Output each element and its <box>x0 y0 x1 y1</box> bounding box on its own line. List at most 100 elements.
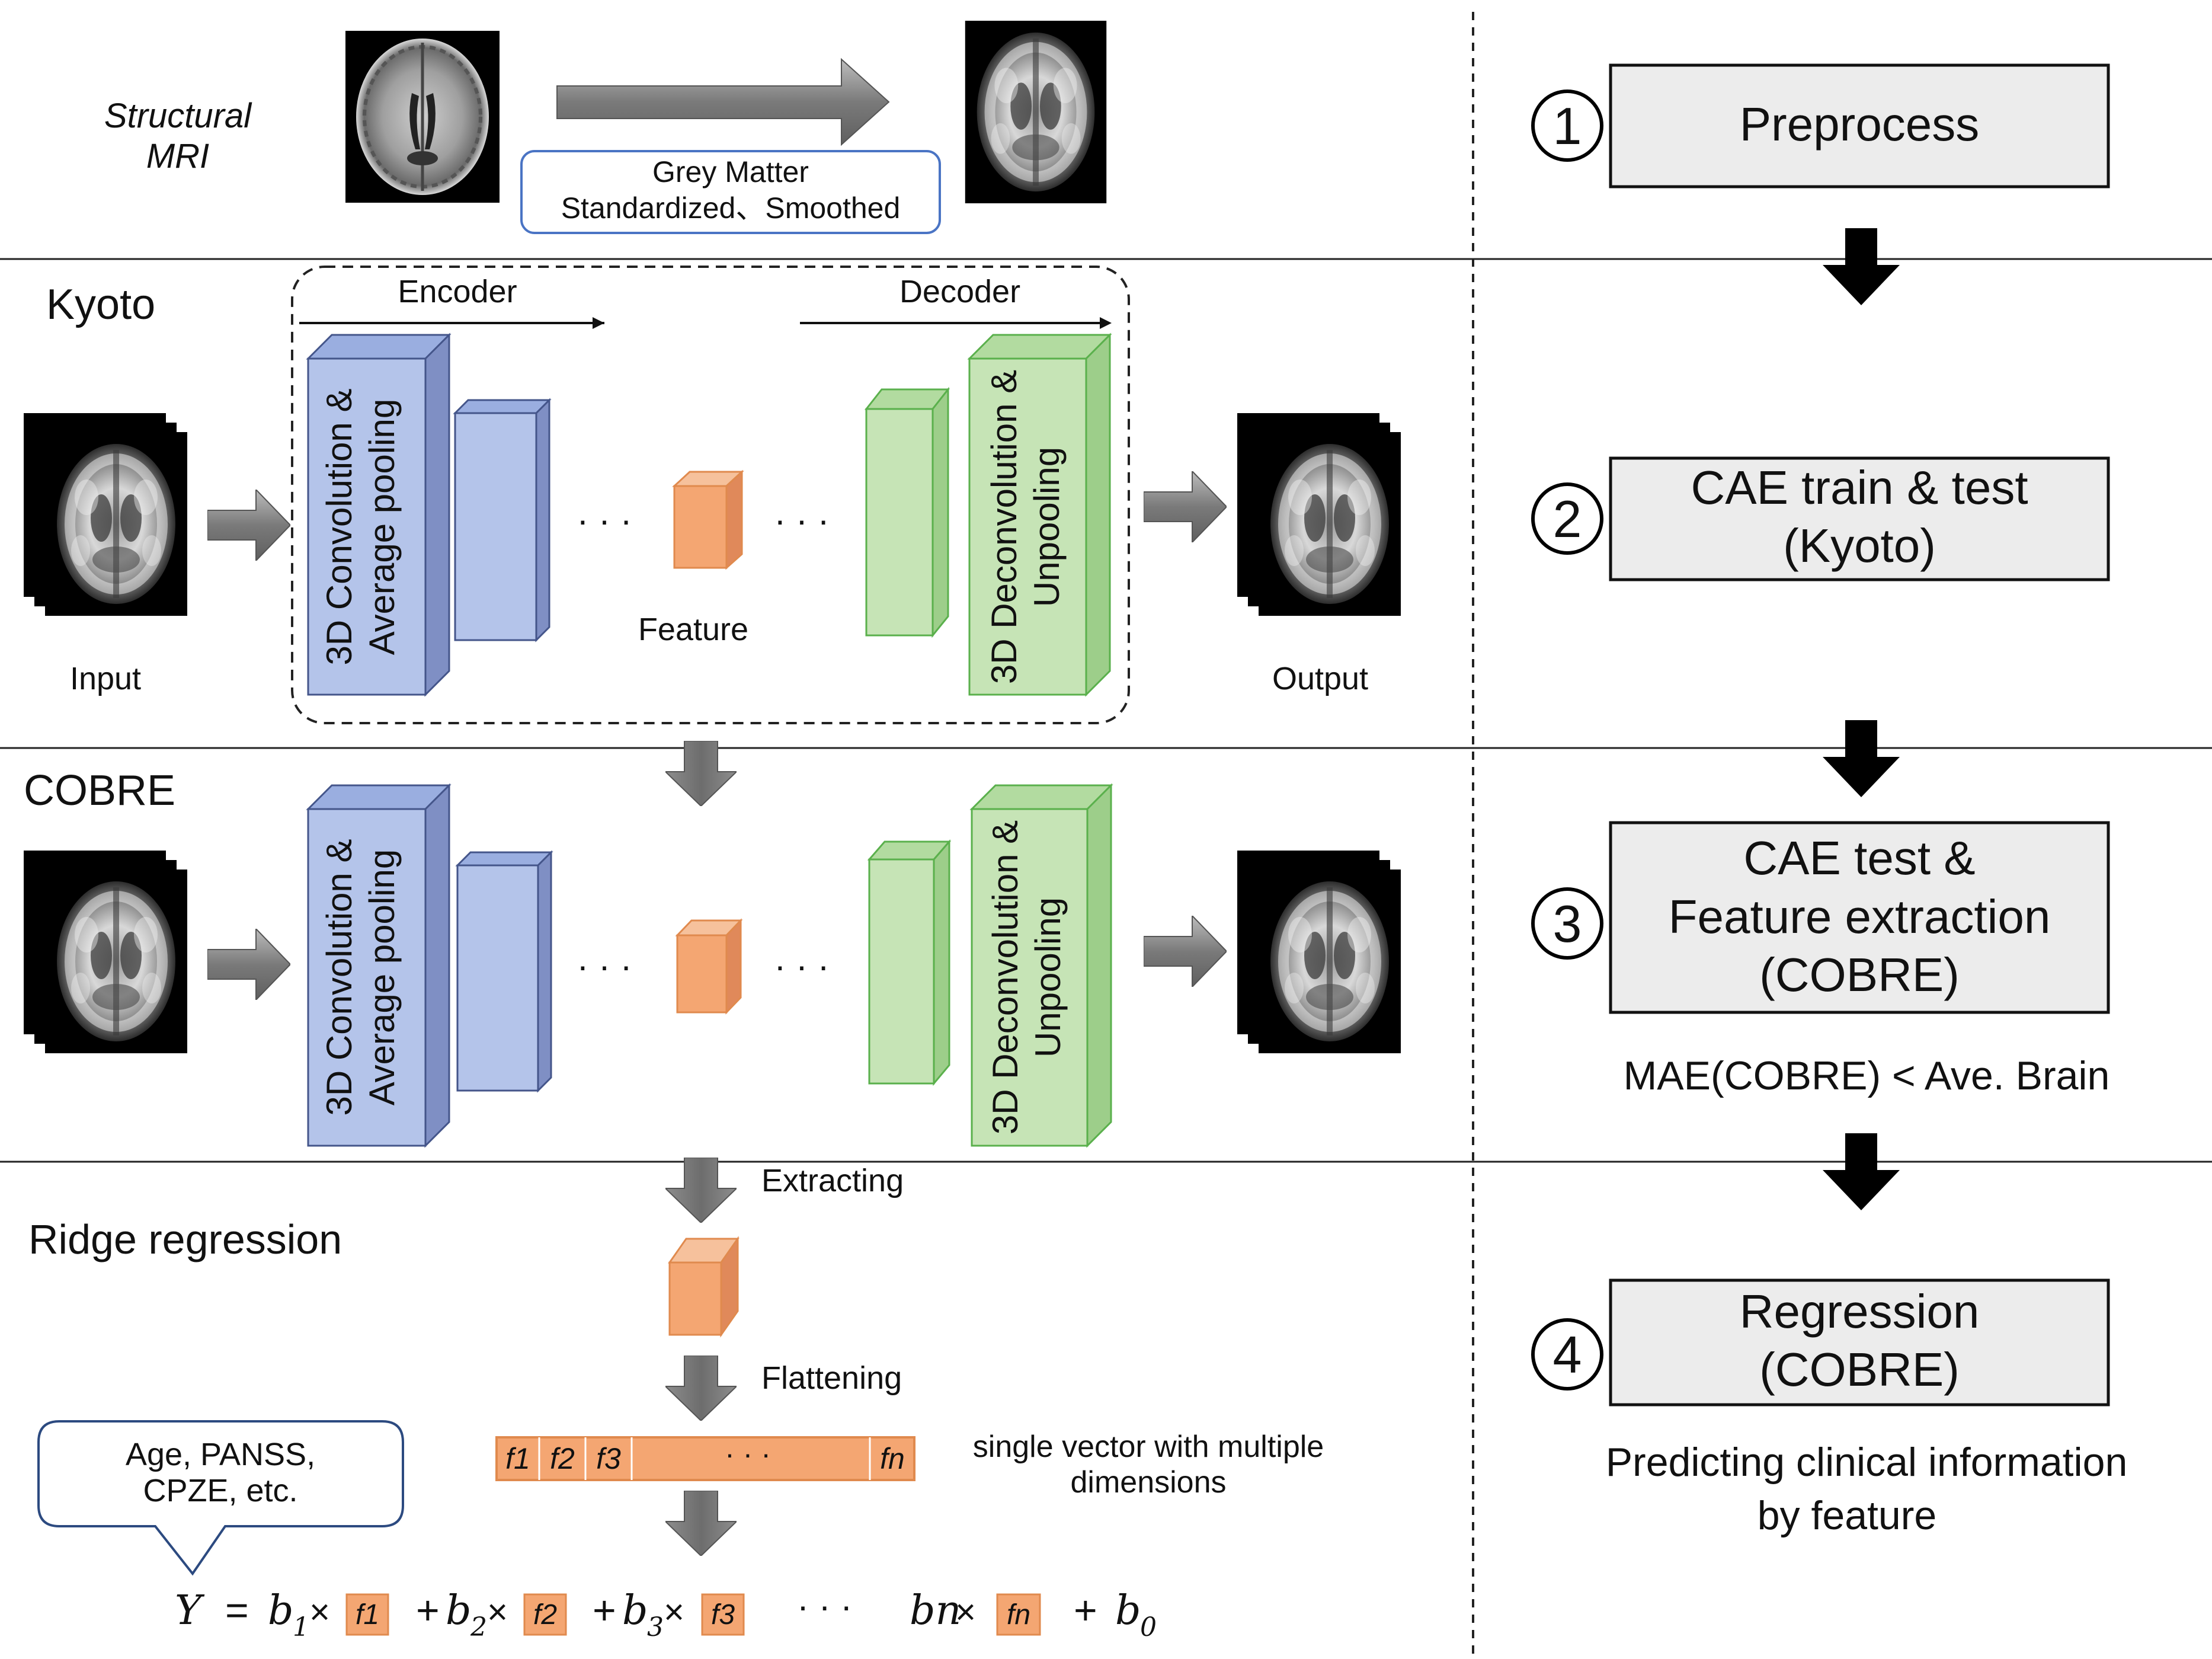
eq-equals: = <box>225 1588 249 1633</box>
grey-matter-slice-icon <box>965 21 1106 203</box>
step-number: 3 <box>1553 894 1582 953</box>
gray-arrow-icon <box>665 1356 737 1421</box>
gray-arrow-icon <box>1144 916 1227 987</box>
eq-b0: b <box>1115 1587 1141 1634</box>
step-box <box>1609 821 2110 1014</box>
step-2: 2 CAE train & test (Kyoto) <box>1531 456 2110 581</box>
vector-note-1: single vector with multiple <box>973 1430 1324 1464</box>
feature-cube-icon <box>675 918 743 1015</box>
eq-f2: f2 <box>533 1599 557 1631</box>
vector-cell-fn: fn <box>880 1442 905 1475</box>
step-box <box>1609 63 2110 188</box>
preprocess-arrow-icon <box>556 57 890 146</box>
eq-sub0: 0 <box>1140 1612 1157 1642</box>
feature-label: Feature <box>638 612 748 647</box>
brain-stack-icon <box>1237 851 1401 1053</box>
step-3-note: MAE(COBRE) < Ave. Brain <box>1624 1053 2110 1098</box>
step-label-1: CAE train & test <box>1691 461 2028 514</box>
kyoto-title: Kyoto <box>46 281 155 328</box>
encoder-layer-block <box>453 398 552 642</box>
dots-left: · · · <box>577 946 632 986</box>
step-number: 1 <box>1553 97 1582 155</box>
step-3: 3 CAE test & Feature extraction (COBRE) <box>1531 821 2110 1014</box>
extracting-label: Extracting <box>761 1163 904 1198</box>
vector-cell-dots: · · · <box>725 1437 771 1471</box>
conv-label-1: 3D Convolution & <box>319 389 359 666</box>
eq-y: Y <box>175 1587 205 1634</box>
step-label-2: (Kyoto) <box>1783 519 1936 572</box>
eq-box-fn <box>996 1593 1041 1636</box>
vector-note-2: dimensions <box>1070 1465 1226 1500</box>
eq-times2: × <box>487 1592 508 1632</box>
gray-arrow-icon <box>665 1158 737 1223</box>
eq-f3: f3 <box>711 1599 735 1631</box>
step-4: 4 Regression (COBRE) <box>1531 1278 2110 1407</box>
clinical-info-bubble <box>37 1420 404 1576</box>
vector-cell-f1: f1 <box>505 1442 530 1475</box>
step-4-note-1: Predicting clinical information <box>1606 1440 2128 1485</box>
bubble-line-1: Age, PANSS, <box>126 1437 315 1472</box>
feature-cube-icon <box>668 1236 740 1338</box>
encoder-layer-block <box>455 850 553 1093</box>
step-label-1: CAE test & <box>1743 832 1975 884</box>
feature-cube-icon <box>672 469 744 570</box>
encoder-conv-block: 3D Convolution & Average pooling <box>306 333 452 697</box>
grey-matter-callout <box>520 150 941 234</box>
step-label-1: Regression <box>1740 1285 1980 1338</box>
callout-line-2: Standardized、Smoothed <box>561 191 901 225</box>
eq-dots: · · · <box>797 1586 852 1626</box>
step-number-badge <box>1531 887 1603 960</box>
step-label-2: (COBRE) <box>1759 1343 1960 1396</box>
gray-arrow-icon <box>665 1491 737 1556</box>
deconv-label-2: Unpooling <box>1027 447 1067 607</box>
flattening-label: Flattening <box>761 1360 902 1396</box>
decoder-label: Decoder <box>899 274 1020 309</box>
eq-b3: b <box>622 1587 648 1634</box>
callout-line-1: Grey Matter <box>652 155 809 188</box>
eq-plus2: + <box>593 1588 616 1633</box>
step-label-2: Feature extraction <box>1669 890 2051 943</box>
step-1: 1 Preprocess <box>1531 63 2110 188</box>
eq-fn: fn <box>1007 1599 1030 1631</box>
encoder-conv-block: 3D Convolution & Average pooling <box>306 783 452 1148</box>
input-label: Input <box>70 661 141 696</box>
brain-stack-icon <box>24 413 187 616</box>
vector-cell-f2: f2 <box>550 1442 575 1475</box>
decoder-deconv-block: 3D Deconvolution & Unpooling <box>967 333 1112 697</box>
vector-cell-f3: f3 <box>596 1442 621 1475</box>
gray-arrow-icon <box>665 741 737 806</box>
cobre-row: COBRE 3D Convolution & Average pooling ·… <box>24 767 1401 1148</box>
feature-vector: f1 f2 f3 · · · fn <box>495 1436 915 1481</box>
step-number-badge <box>1531 1318 1603 1391</box>
step-number-badge <box>1531 482 1603 555</box>
black-down-arrow-icon <box>1823 228 1900 305</box>
cobre-title: COBRE <box>24 767 175 814</box>
eq-times1: × <box>309 1592 330 1632</box>
step-label-3: (COBRE) <box>1759 948 1960 1001</box>
ridge-title: Ridge regression <box>28 1216 342 1262</box>
eq-plus1: + <box>416 1588 440 1633</box>
step-number-badge <box>1531 89 1603 162</box>
black-down-arrow-icon <box>1823 1133 1900 1210</box>
gray-arrow-icon <box>1144 471 1227 542</box>
ridge-row: Ridge regression Extracting Flattening f… <box>28 1158 1324 1642</box>
step-number: 4 <box>1553 1325 1582 1384</box>
step-number: 2 <box>1553 490 1582 548</box>
decoder-layer-block <box>867 839 952 1086</box>
decoder-deconv-block: 3D Deconvolution & Unpooling <box>969 783 1113 1148</box>
eq-times4: × <box>955 1592 976 1632</box>
eq-b2: b <box>446 1587 472 1634</box>
structural-mri-label-2: MRI <box>146 137 209 175</box>
gray-arrow-icon <box>207 929 290 1000</box>
mri-slice-icon <box>345 31 500 203</box>
step-box <box>1609 456 2110 581</box>
gray-arrow-icon <box>207 490 290 561</box>
structural-mri-label: Structural <box>104 97 252 135</box>
eq-box-f3 <box>701 1593 745 1636</box>
dots-right: · · · <box>774 500 829 540</box>
output-label: Output <box>1272 661 1368 696</box>
bubble-line-2: CPZE, etc. <box>143 1473 297 1508</box>
step-box <box>1609 1278 2110 1407</box>
eq-bn: bn <box>910 1587 961 1634</box>
